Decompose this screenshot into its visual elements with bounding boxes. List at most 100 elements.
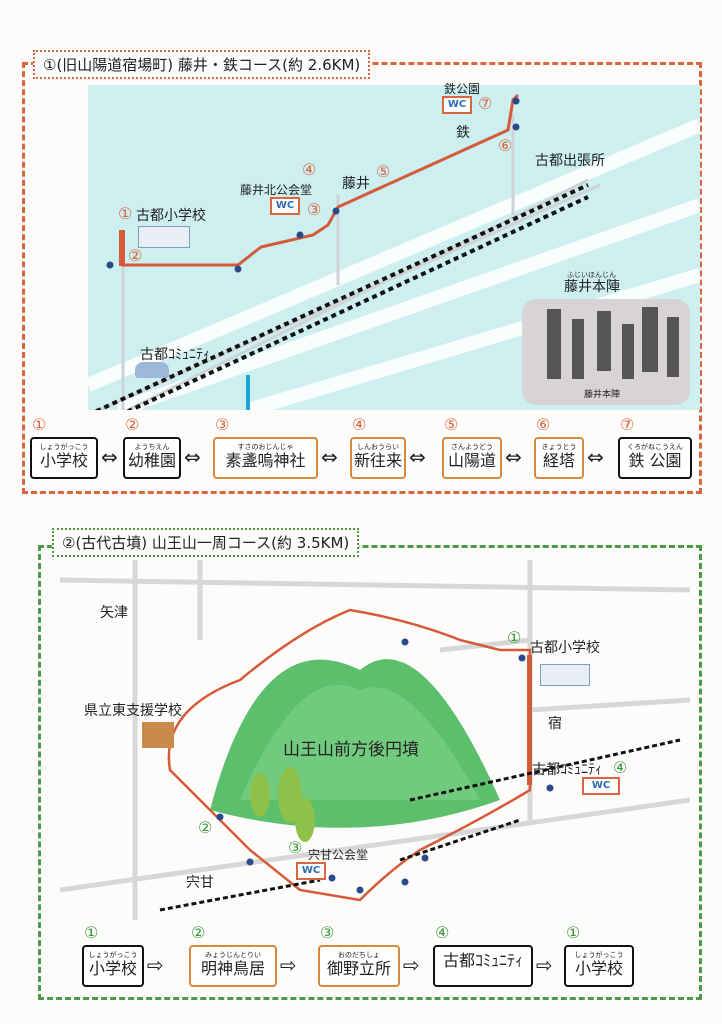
course2-frame	[38, 545, 702, 1000]
stop-name: 古都ｺﾐｭﾆﾃｨ	[442, 951, 523, 970]
stop-4: 古都ｺﾐｭﾆﾃｨ	[433, 945, 533, 987]
arrow-icon: ⇔	[409, 445, 426, 469]
stop-1: しょうがっこう小学校	[30, 437, 98, 479]
community-building-icon	[135, 362, 169, 378]
stop-2: みょうじんとりい明神鳥居	[189, 945, 277, 987]
marker-6: ⑥	[498, 136, 513, 155]
wc-icon: WC	[442, 96, 472, 114]
map-label-school: 古都小学校	[530, 640, 600, 656]
stop-3: すさのおじんじゃ素盞嗚神社	[213, 437, 318, 479]
map-label-fujii: 藤井	[342, 176, 370, 192]
map-label-tetsu-park: 鉄公園	[444, 82, 481, 96]
map-label-shishikai-hall: 宍甘公会堂	[308, 848, 369, 862]
course2-title: ②(古代古墳) 山王山一周コース(約 3.5KM)	[52, 528, 360, 557]
wc-icon: WC	[296, 862, 326, 880]
map-label-tetsu: 鉄	[456, 125, 470, 141]
stop-ruby: きょうとう	[541, 443, 577, 451]
wc-icon: WC	[582, 777, 620, 795]
map-label-shishikai: 宍甘	[186, 875, 214, 891]
stop-5: さんようどう山陽道	[442, 437, 502, 479]
map-label-special-school: 県立東支援学校	[84, 703, 182, 719]
map-label-branch-office: 古都出張所	[535, 153, 605, 169]
stop-name: 小学校	[574, 959, 623, 978]
map-label-community: 古都ｺﾐｭﾆﾃｨ	[532, 762, 602, 778]
arrow-icon: ⇔	[101, 445, 118, 469]
arrow-icon: ⇨	[147, 953, 164, 977]
wc-icon: WC	[270, 197, 300, 215]
stop-2: ようちえん幼稚園	[123, 437, 181, 479]
marker-2: ②	[198, 818, 213, 837]
stop-name: 明神鳥居	[200, 959, 265, 978]
arrow-icon: ⇔	[587, 445, 604, 469]
stop-ruby: ようちえん	[134, 443, 170, 451]
stop-ruby: みょうじんとりい	[205, 951, 261, 959]
arrow-icon: ⇔	[184, 445, 201, 469]
stop-7: くろがねこうえん鉄 公園	[618, 437, 692, 479]
stop-ruby: しょうがっこう	[39, 443, 89, 451]
stop-number: ②	[191, 923, 206, 942]
honjin-photo: 藤井本陣	[522, 299, 690, 405]
stop-number: ②	[125, 415, 140, 434]
course2-map-drawing	[59, 560, 691, 920]
marker-7: ⑦	[478, 94, 493, 113]
stop-4: しんおうらい新往来	[350, 437, 406, 479]
stop-number: ④	[435, 923, 450, 942]
course1-title: ①(旧山陽道宿場町) 藤井・鉄コース(約 2.6KM)	[33, 50, 371, 79]
stop-name: 幼稚園	[127, 451, 176, 470]
stop-3: おのだちしょ御野立所	[318, 945, 400, 987]
school-building-icon	[540, 664, 590, 686]
arrow-icon: ⇔	[321, 445, 338, 469]
course1-map-drawing	[85, 93, 703, 425]
stop-number: ③	[320, 923, 335, 942]
stop-number: ⑦	[620, 415, 635, 434]
stop-1: しょうがっこう小学校	[82, 945, 144, 987]
stop-name: 新往来	[353, 451, 402, 470]
course2-map	[59, 560, 691, 920]
stop-number: ⑥	[536, 415, 551, 434]
marker-4: ④	[613, 758, 628, 777]
stop-ruby: さんようどう	[451, 443, 493, 451]
marker-5: ⑤	[376, 162, 391, 181]
marker-2: ②	[128, 246, 143, 265]
map-label-yazu: 矢津	[100, 605, 128, 621]
stop-ruby: くろがねこうえん	[627, 443, 683, 451]
map-label-school: 古都小学校	[136, 208, 206, 224]
stop-number: ③	[215, 415, 230, 434]
arrow-icon: ⇨	[403, 953, 420, 977]
stop-number: ④	[352, 415, 367, 434]
stop-name: 御野立所	[326, 959, 391, 978]
stop-ruby: すさのおじんじゃ	[237, 443, 294, 451]
marker-1: ①	[118, 204, 133, 223]
stop-number: ⑤	[444, 415, 459, 434]
stop-name: 素盞嗚神社	[225, 451, 306, 470]
marker-4: ④	[302, 160, 317, 179]
special-school-building-icon	[142, 722, 174, 748]
photo-caption: 藤井本陣	[584, 390, 621, 400]
stop-name: 小学校	[88, 959, 137, 978]
stop-number: ①	[84, 923, 99, 942]
arrow-icon: ⇔	[505, 445, 522, 469]
map-label-fujii-hall: 藤井北公会堂	[240, 183, 313, 197]
map-label-community: 古都ｺﾐｭﾆﾃｨ	[140, 347, 210, 363]
stop-name: 経塔	[542, 451, 575, 470]
stop-number: ①	[566, 923, 581, 942]
marker-1: ①	[507, 628, 522, 647]
stop-name: 鉄 公園	[628, 451, 682, 470]
map-label-shuku: 宿	[548, 716, 562, 732]
map-label-honjin: 藤井本陣	[564, 279, 620, 295]
school-building-icon	[138, 226, 190, 248]
stop-ruby: しょうがっこう	[574, 951, 624, 959]
marker-3: ③	[307, 200, 322, 219]
map-label-kofun: 山王山前方後円墳	[283, 740, 419, 760]
stop-name: 山陽道	[447, 451, 496, 470]
honjin-ruby: ふじいほんじん	[567, 271, 616, 279]
stop-number: ①	[32, 415, 47, 434]
stop-ruby: おのだちしょ	[338, 951, 380, 959]
stop-ruby: しんおうらい	[357, 443, 399, 451]
stop-ruby: しょうがっこう	[88, 951, 138, 959]
stop-name: 小学校	[39, 451, 88, 470]
stop-6: きょうとう経塔	[534, 437, 584, 479]
arrow-icon: ⇨	[280, 953, 297, 977]
marker-3: ③	[288, 838, 303, 857]
arrow-icon: ⇨	[536, 953, 553, 977]
